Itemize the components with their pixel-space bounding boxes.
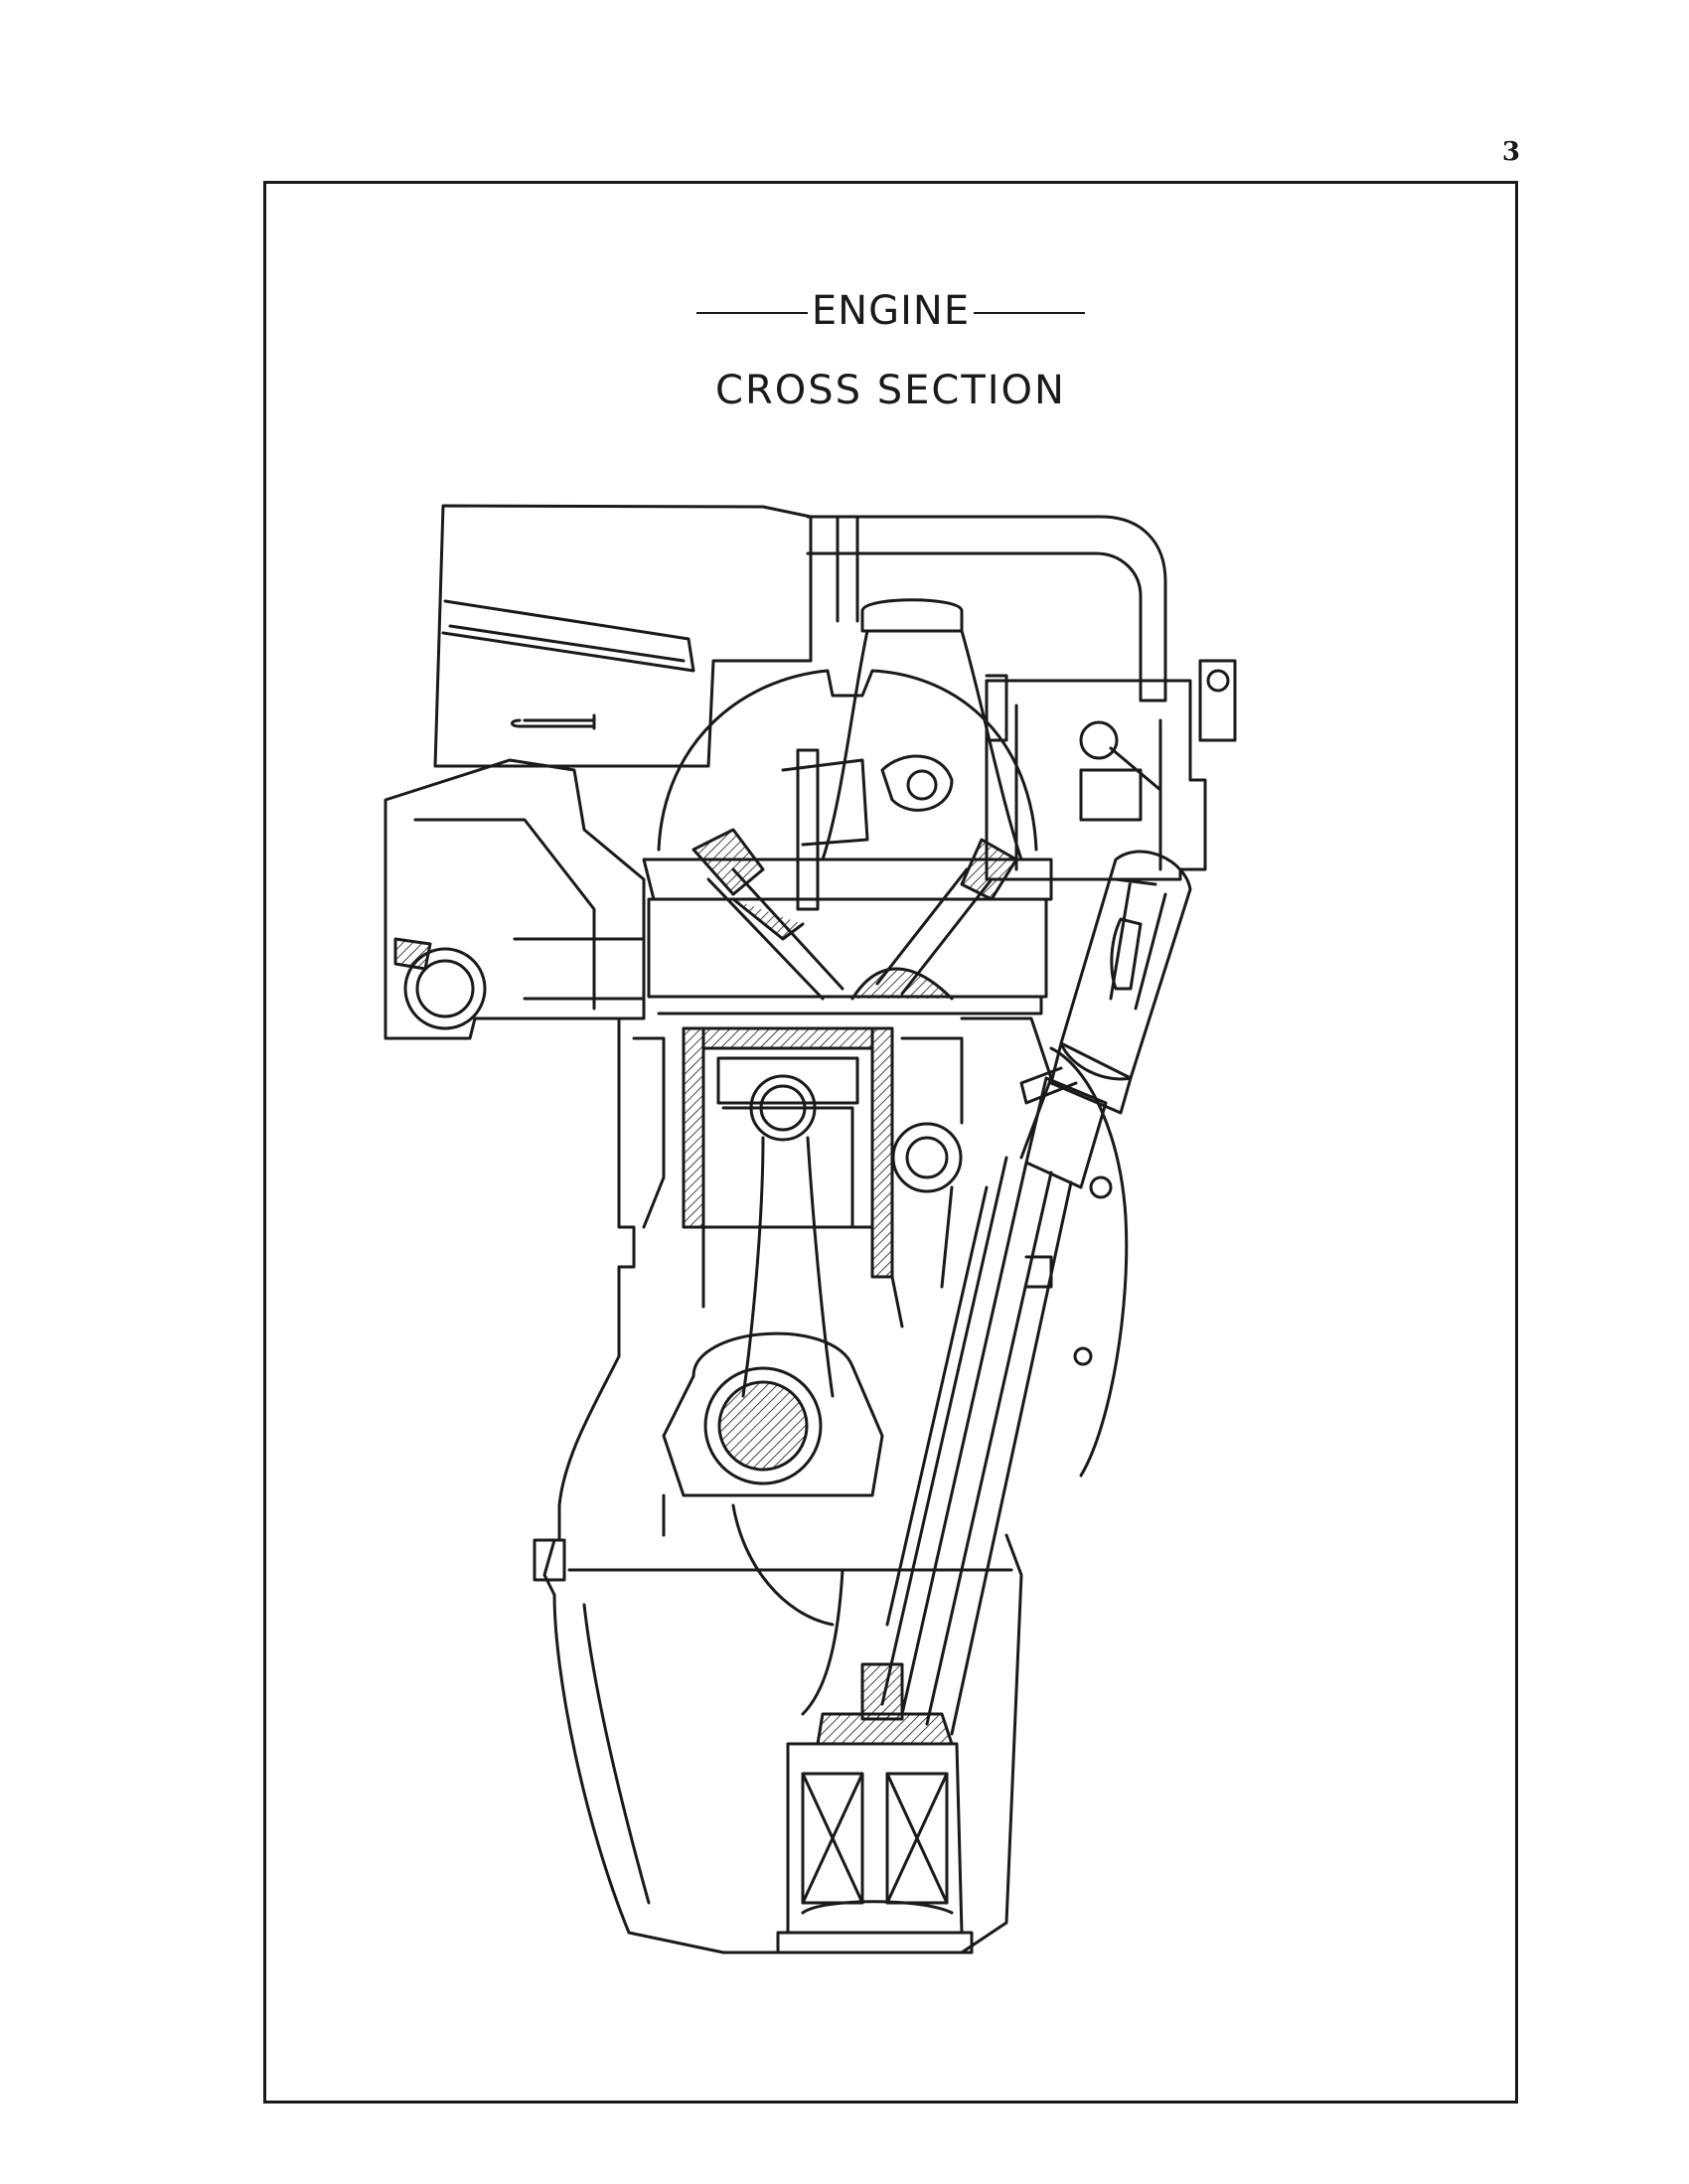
oil-pump-drive-shaft xyxy=(880,1156,1073,1736)
engine-cross-section-drawing xyxy=(384,504,1237,1954)
valvetrain xyxy=(691,748,1018,1001)
illustration-frame: ENGINE CROSS SECTION xyxy=(263,181,1518,2104)
air-cleaner-housing xyxy=(433,504,813,768)
title-rule-left xyxy=(695,312,808,314)
camshaft-area xyxy=(891,1016,1053,1289)
piston-connecting-rod xyxy=(682,1074,874,1398)
cylinder-head xyxy=(642,669,1053,1015)
title-text: ENGINE xyxy=(811,288,971,334)
page-title: ENGINE xyxy=(266,288,1515,334)
intake-elbow xyxy=(806,515,1167,861)
distributor xyxy=(1019,850,1192,1189)
oil-strainer xyxy=(776,1662,974,1954)
cylinder-block xyxy=(557,1016,904,1542)
timing-cover xyxy=(1024,1046,1129,1478)
carburettor xyxy=(985,659,1237,881)
oil-sump xyxy=(533,1533,1023,1954)
page-subtitle: CROSS SECTION xyxy=(715,368,1066,413)
title-rule-right xyxy=(974,312,1086,314)
crankshaft xyxy=(662,1331,884,1627)
page-number: 3 xyxy=(1501,137,1520,167)
exhaust-manifold xyxy=(384,758,646,1040)
